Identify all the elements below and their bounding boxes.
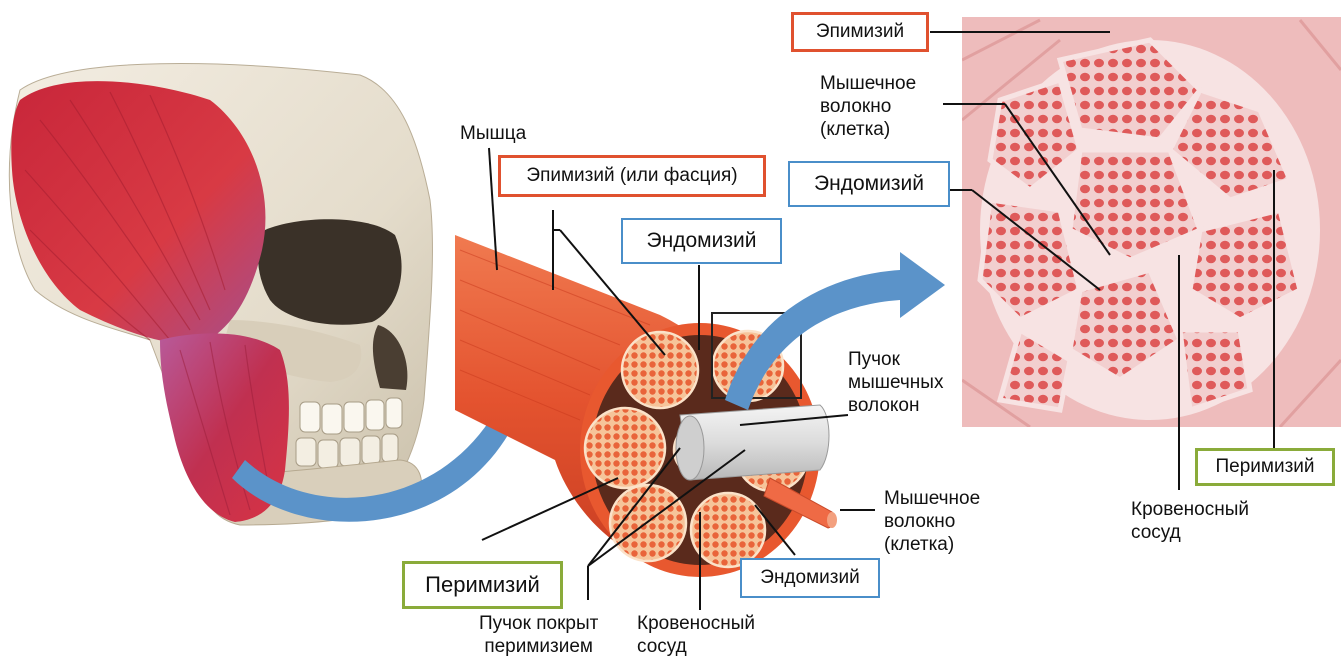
fascicle-covered-line1: Пучок покрыт bbox=[479, 612, 598, 635]
fascicle-label-line3: волокон bbox=[848, 394, 943, 417]
fascicle-covered-label: Пучок покрыт перимизием bbox=[479, 612, 598, 658]
endomysium-bottom-box: Эндомизий bbox=[740, 558, 880, 598]
blood-vessel-right-line2: сосуд bbox=[1131, 521, 1249, 544]
perimysium-right-box: Перимизий bbox=[1195, 448, 1335, 486]
fascicle-label-line1: Пучок bbox=[848, 348, 943, 371]
blood-vessel-right-line1: Кровеносный bbox=[1131, 498, 1249, 521]
muscle-fiber-right-line2: волокно bbox=[820, 95, 916, 118]
fascicle-covered-line2: перимизием bbox=[479, 635, 598, 658]
muscle-fiber-mid-line3: (клетка) bbox=[884, 533, 980, 556]
epimysium-fascia-box: Эпимизий (или фасция) bbox=[498, 155, 766, 197]
muscle-fiber-mid-label: Мышечное волокно (клетка) bbox=[884, 487, 980, 556]
blood-vessel-mid-label: Кровеносный сосуд bbox=[637, 612, 755, 658]
blood-vessel-right-label: Кровеносный сосуд bbox=[1131, 498, 1249, 544]
blood-vessel-mid-line1: Кровеносный bbox=[637, 612, 755, 635]
epimysium-right-box: Эпимизий bbox=[791, 12, 929, 52]
muscle-fiber-right-line3: (клетка) bbox=[820, 118, 916, 141]
muscle-fiber-right-label: Мышечное волокно (клетка) bbox=[820, 72, 916, 141]
perimysium-left-box: Перимизий bbox=[402, 561, 563, 609]
endomysium-top-box: Эндомизий bbox=[621, 218, 782, 264]
muscle-label: Мышца bbox=[460, 122, 526, 145]
histology-micrograph bbox=[962, 17, 1341, 427]
muscle-fiber-mid-line1: Мышечное bbox=[884, 487, 980, 510]
endomysium-right-box: Эндомизий bbox=[788, 161, 950, 207]
blood-vessel-mid-line2: сосуд bbox=[637, 635, 755, 658]
fascicle-label: Пучок мышечных волокон bbox=[848, 348, 943, 417]
fascicle-label-line2: мышечных bbox=[848, 371, 943, 394]
muscle-fiber-right-line1: Мышечное bbox=[820, 72, 916, 95]
muscle-fiber-mid-line2: волокно bbox=[884, 510, 980, 533]
skull-with-masseter-illustration bbox=[9, 64, 432, 525]
